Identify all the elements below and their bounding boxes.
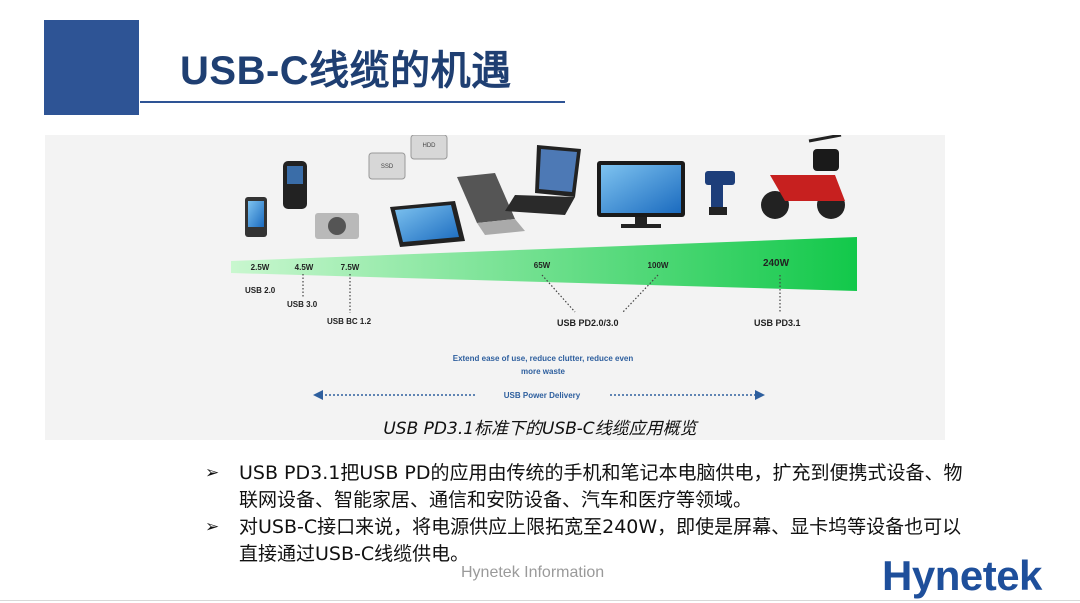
bullet-text: USB PD3.1把USB PD的应用由传统的手机和笔记本电脑供电，扩充到便携式… xyxy=(239,462,963,511)
slide-title: USB-C线缆的机遇 xyxy=(180,49,512,93)
arrow-bullet-icon: ➢ xyxy=(205,517,220,537)
power-label-7-5w: 7.5W xyxy=(341,263,360,272)
power-drill-icon xyxy=(705,171,735,215)
standard-usb-bc-1-2: USB BC 1.2 xyxy=(327,317,372,326)
footer-divider xyxy=(0,600,1080,601)
bullet-list: ➢ USB PD3.1把USB PD的应用由传统的手机和笔记本电脑供电，扩充到便… xyxy=(205,460,965,568)
monitor-icon xyxy=(597,161,685,228)
tagline-line-2: more waste xyxy=(521,367,566,376)
figure-caption: USB PD3.1标准下的USB-C线缆应用概览 xyxy=(383,419,697,439)
laptop-silver-icon xyxy=(457,173,525,235)
bullet-item: ➢ USB PD3.1把USB PD的应用由传统的手机和笔记本电脑供电，扩充到便… xyxy=(205,460,965,514)
power-delivery-arrow xyxy=(313,390,765,400)
power-label-4-5w: 4.5W xyxy=(295,263,314,272)
standard-usb-3-0: USB 3.0 xyxy=(287,300,318,309)
bullet-text: 对USB-C接口来说，将电源供应上限拓宽至240W，即使是屏幕、显卡坞等设备也可… xyxy=(239,516,962,565)
phone-pda-icon xyxy=(245,197,267,237)
power-label-240w: 240W xyxy=(763,258,790,269)
tablet-icon xyxy=(390,201,465,247)
power-band xyxy=(231,237,857,291)
power-label-2-5w: 2.5W xyxy=(251,263,270,272)
watermark-text: Hynetek Information xyxy=(461,564,605,581)
hdd-tag: HDD xyxy=(423,143,437,149)
title-underline xyxy=(140,101,565,103)
camera-icon xyxy=(315,213,359,239)
ssd-icon: SSD xyxy=(368,152,406,180)
standard-usb-pd3-1: USB PD3.1 xyxy=(754,318,801,328)
bullet-item: ➢ 对USB-C接口来说，将电源供应上限拓宽至240W，即使是屏幕、显卡坞等设备… xyxy=(205,514,965,568)
connector-lines xyxy=(302,274,781,313)
hdd-icon: HDD xyxy=(410,135,448,160)
ssd-tag: SSD xyxy=(381,164,394,170)
hynetek-logo: Hynetek xyxy=(882,552,1042,599)
arrow-bullet-icon: ➢ xyxy=(205,463,220,483)
blackberry-phone-icon xyxy=(283,161,307,209)
power-label-100w: 100W xyxy=(648,261,669,270)
standard-usb-pd2-3: USB PD2.0/3.0 xyxy=(557,318,619,328)
usb-power-figure: SSD HDD 2.5W 4.5W 7.5W 65W 100 xyxy=(231,135,857,400)
standard-usb-2-0: USB 2.0 xyxy=(245,286,276,295)
title-accent-square xyxy=(44,20,139,115)
e-scooter-icon xyxy=(761,135,845,219)
tagline-line-1: Extend ease of use, reduce clutter, redu… xyxy=(453,354,634,363)
laptop-black-icon xyxy=(505,145,581,215)
power-label-65w: 65W xyxy=(534,261,551,270)
power-delivery-label: USB Power Delivery xyxy=(504,391,581,400)
